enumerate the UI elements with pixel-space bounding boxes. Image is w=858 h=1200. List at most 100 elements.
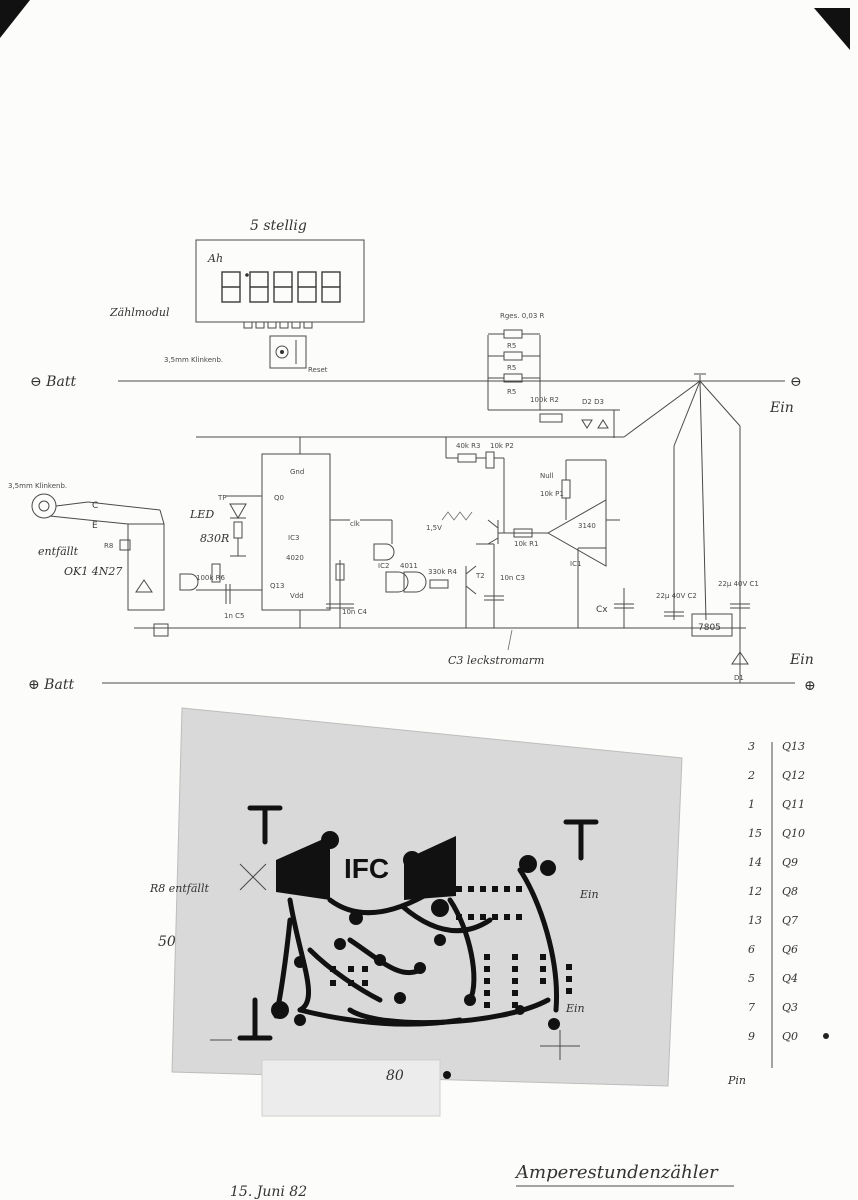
plus-right-label: ⊕ bbox=[804, 678, 816, 694]
svg-text:22µ 40V C1: 22µ 40V C1 bbox=[718, 580, 759, 588]
svg-text:OK1 4N27: OK1 4N27 bbox=[64, 565, 122, 578]
pin-table-q: Q4 bbox=[782, 972, 798, 985]
svg-text:4020: 4020 bbox=[286, 554, 304, 562]
pin-table-q: Q7 bbox=[782, 914, 798, 927]
pin-table-pin: 12 bbox=[748, 885, 762, 898]
svg-text:C: C bbox=[92, 501, 98, 511]
svg-text:R8: R8 bbox=[104, 542, 113, 550]
svg-text:1,5V: 1,5V bbox=[426, 524, 442, 532]
pin-table-pin: 1 bbox=[748, 798, 755, 811]
pin-table-pin: 7 bbox=[748, 1001, 755, 1014]
svg-text:D2 D3: D2 D3 bbox=[582, 398, 604, 406]
pin-table-pin: 5 bbox=[748, 972, 755, 985]
jack-label: 3,5mm Klinkenb. bbox=[164, 356, 223, 364]
opamp-ic1: 3140 IC1 10k R1 10k P1 Null 40k R3 40k R… bbox=[445, 437, 620, 628]
copper-pour-left bbox=[276, 836, 330, 900]
pcb-note: R8 entfällt bbox=[149, 882, 209, 895]
reset-label: Reset bbox=[308, 366, 328, 374]
svg-text:40k R3: 40k R3 bbox=[456, 442, 481, 450]
svg-text:100k R6: 100k R6 bbox=[196, 574, 226, 582]
pin-table-q: Q12 bbox=[782, 769, 805, 782]
svg-text:T2: T2 bbox=[475, 572, 485, 580]
svg-text:Cx: Cx bbox=[596, 605, 608, 615]
pin-table-pin: 9 bbox=[748, 1030, 755, 1043]
svg-text:Vdd: Vdd bbox=[290, 592, 304, 600]
svg-text:330k R4: 330k R4 bbox=[428, 568, 458, 576]
svg-text:7805: 7805 bbox=[698, 623, 721, 633]
svg-text:LED: LED bbox=[189, 508, 214, 521]
svg-text:E: E bbox=[92, 521, 98, 531]
oscillator-stage: 1,5V 10n C3 T2 330k R4 bbox=[426, 511, 525, 628]
seven-segment-digits bbox=[221, 271, 341, 303]
pin-table-pin: 15 bbox=[748, 827, 762, 840]
pin-table-pin: 2 bbox=[747, 769, 755, 782]
svg-text:TP: TP bbox=[217, 494, 227, 502]
svg-text:Q0: Q0 bbox=[274, 494, 284, 502]
regulator-7805 bbox=[691, 613, 733, 637]
display-unit-label: Ah bbox=[207, 252, 223, 265]
svg-text:10k P2: 10k P2 bbox=[490, 442, 514, 450]
pin-table-q: Q9 bbox=[782, 856, 798, 869]
optocoupler-ok1: OK1 4N27 R8 entfällt 3,5mm Klinkenb. C E bbox=[8, 482, 169, 637]
svg-text:IC3: IC3 bbox=[288, 534, 299, 542]
pin-table-rows: Q09Q37Q45Q66Q713Q812Q914Q1015Q111Q122Q13… bbox=[747, 740, 805, 1043]
pin-table-q: Q8 bbox=[782, 885, 798, 898]
svg-text:10k P1: 10k P1 bbox=[540, 490, 564, 498]
svg-text:Ein: Ein bbox=[579, 888, 599, 901]
svg-text:50: 50 bbox=[158, 934, 176, 950]
waveform-sketch bbox=[441, 511, 473, 521]
jack-left bbox=[31, 493, 57, 519]
pin-table-pin: 6 bbox=[748, 943, 755, 956]
svg-text:Q13: Q13 bbox=[270, 582, 284, 590]
pin-table-pin: 13 bbox=[748, 914, 762, 927]
c3-note: C3 leckstromarm bbox=[448, 654, 544, 667]
minus-right-label: ⊖ bbox=[790, 374, 802, 390]
page-corner-top-left bbox=[0, 0, 30, 38]
pin-table: Pin bbox=[727, 742, 829, 1087]
svg-text:D1: D1 bbox=[734, 674, 744, 682]
counter-module: 5 stellig Ah Zählmodul 3,5mm Klinkenb. R… bbox=[109, 218, 365, 374]
pin-table-q: Q13 bbox=[782, 740, 805, 753]
pcb-logo: IFC bbox=[344, 853, 389, 884]
title-label: Amperestundenzähler bbox=[514, 1162, 719, 1183]
svg-text:10n C4: 10n C4 bbox=[342, 608, 367, 616]
svg-text:entfällt: entfällt bbox=[38, 545, 79, 558]
pin-table-pin: 3 bbox=[748, 740, 755, 753]
page-header: 15. Juni 82 Amperestundenzähler bbox=[230, 1162, 734, 1200]
ic3-box bbox=[261, 453, 331, 611]
pin-table-q: Q0 bbox=[782, 1030, 798, 1043]
svg-text:Pin: Pin bbox=[727, 1074, 746, 1087]
svg-text:100k R2: 100k R2 bbox=[530, 396, 559, 404]
rges-label: Rges. 0,03 R bbox=[500, 312, 545, 320]
svg-text:10n C3: 10n C3 bbox=[500, 574, 525, 582]
reset-jack-box bbox=[269, 335, 307, 369]
shunt-network: Rges. 0,03 R R5 R5 R5 100k R2 D2 D3 bbox=[487, 312, 620, 438]
svg-text:22µ 40V C2: 22µ 40V C2 bbox=[656, 592, 697, 600]
opamp-symbol bbox=[546, 499, 607, 567]
svg-text:IC2: IC2 bbox=[378, 562, 389, 570]
regulator-section: 7805 22µ 40V C1 22µ 40V C2 Cx D1 bbox=[596, 580, 759, 682]
led-symbol bbox=[229, 503, 247, 520]
svg-text:Null: Null bbox=[540, 472, 554, 480]
date-label: 15. Juni 82 bbox=[230, 1184, 307, 1200]
svg-text:R5: R5 bbox=[507, 388, 516, 396]
svg-text:Gnd: Gnd bbox=[290, 468, 304, 476]
pcb-layout: 80 IFC bbox=[149, 707, 683, 1117]
page-corner-top-right bbox=[814, 8, 850, 50]
pin-table-q: Q10 bbox=[782, 827, 805, 840]
svg-text:3,5mm Klinkenb.: 3,5mm Klinkenb. bbox=[8, 482, 67, 490]
pin-table-pin: 14 bbox=[748, 856, 762, 869]
svg-text:1n C5: 1n C5 bbox=[224, 612, 244, 620]
power-rails: ⊖ Batt ⊕ Batt ⊖ ⊕ Ein Ein bbox=[28, 374, 816, 694]
svg-text:10k R1: 10k R1 bbox=[514, 540, 539, 548]
svg-text:R5: R5 bbox=[507, 364, 516, 372]
plus-batt-label: ⊕ Batt bbox=[28, 677, 74, 693]
svg-text:IC1: IC1 bbox=[570, 560, 581, 568]
svg-text:4011: 4011 bbox=[400, 562, 418, 570]
led-section: LED TP 830R 100k R6 1n C5 bbox=[179, 494, 247, 620]
counter-ic3: Gnd Vdd Q0 Q13 IC3 4020 bbox=[196, 437, 331, 628]
module-label: Zählmodul bbox=[109, 306, 170, 319]
svg-text:80: 80 bbox=[386, 1068, 404, 1084]
